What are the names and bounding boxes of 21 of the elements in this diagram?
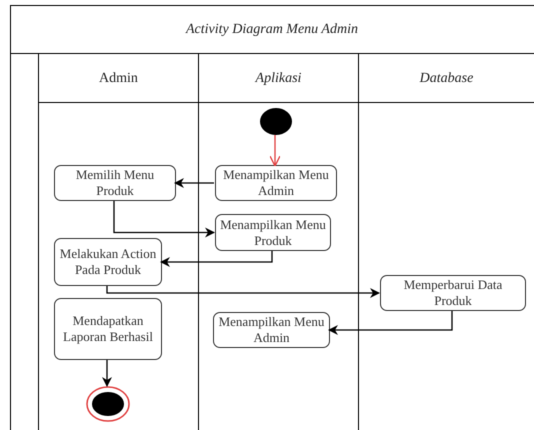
- arrow: [113, 201, 215, 238]
- diagram-title: Activity Diagram Menu Admin: [10, 5, 534, 54]
- swimlane: [198, 54, 358, 430]
- arrow: [174, 178, 214, 188]
- swimlane: [358, 54, 534, 430]
- activity-box: Menampilkan Menu Admin: [213, 312, 330, 348]
- activity-box: Melakukan Action Pada Produk: [54, 238, 162, 286]
- arrow: [328, 311, 453, 335]
- activity-box: Memperbarui Data Produk: [380, 275, 526, 311]
- arrow: [269, 135, 281, 167]
- arrow: [102, 360, 112, 387]
- lane-header: Admin: [39, 54, 198, 103]
- activity-box: Mendapatkan Laporan Berhasil: [54, 298, 162, 360]
- swimlane: [38, 54, 198, 430]
- arrow: [106, 286, 380, 298]
- lane-header: Aplikasi: [199, 54, 358, 103]
- arrow: [160, 251, 273, 267]
- lane-header: Database: [359, 54, 534, 103]
- activity-box: Menampilkan Menu Admin: [215, 165, 337, 201]
- activity-box: Menampilkan Menu Produk: [215, 214, 331, 251]
- activity-box: Memilih Menu Produk: [54, 165, 176, 201]
